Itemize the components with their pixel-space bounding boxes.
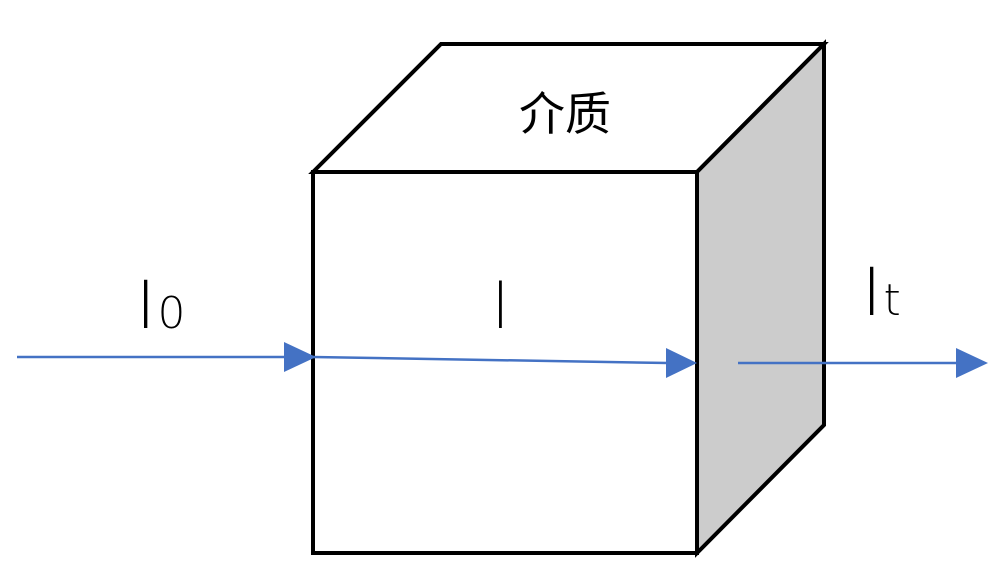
path-length-label: l <box>492 270 509 343</box>
internal-arrow-line <box>312 355 669 365</box>
internal-arrowhead <box>666 348 697 378</box>
transmitted-arrowhead <box>956 348 988 378</box>
transmitted-intensity-label: It <box>862 254 901 331</box>
incident-intensity-label: I0 <box>136 267 185 344</box>
incident-arrowhead <box>284 342 316 372</box>
medium-label: 介质 <box>519 87 611 141</box>
